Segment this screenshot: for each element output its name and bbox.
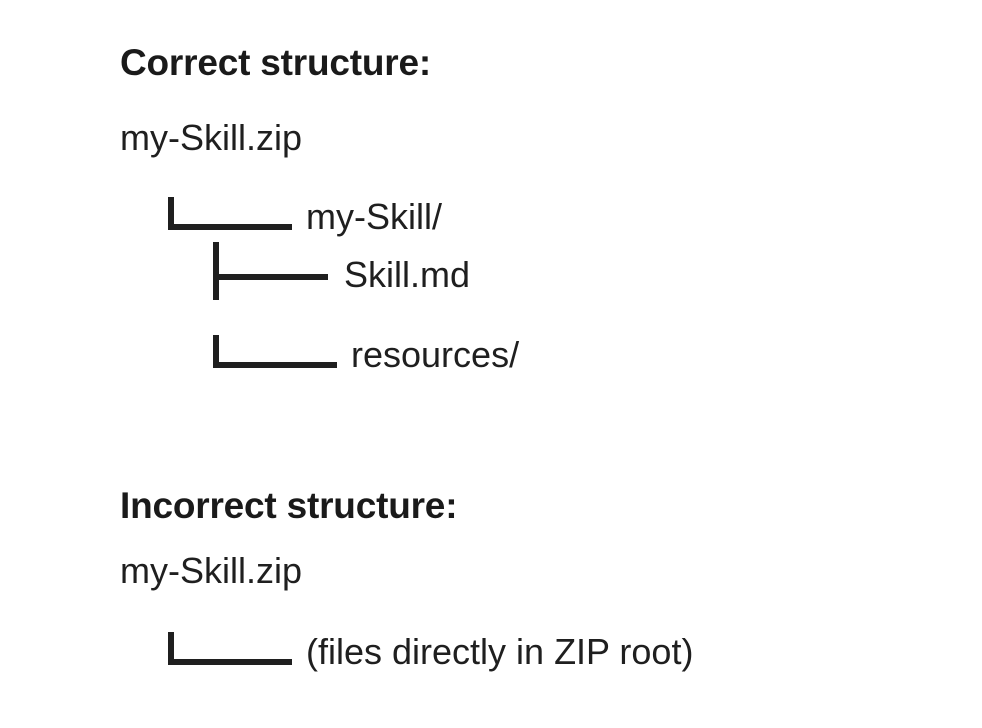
tree-item-label: my-Skill/ (306, 196, 442, 237)
tree-tee-connector-icon (213, 242, 328, 300)
tree-item-label: (files directly in ZIP root) (306, 631, 694, 672)
correct-structure-heading: Correct structure: (120, 42, 431, 83)
tree-item-label: Skill.md (344, 254, 471, 295)
incorrect-root-zip-label: my-Skill.zip (120, 550, 303, 591)
tree-elbow-connector-icon (168, 197, 292, 230)
tree-item-label: resources/ (351, 334, 520, 375)
incorrect-structure-heading: Incorrect structure: (120, 485, 458, 526)
tree-elbow-connector-icon (213, 335, 337, 368)
tree-elbow-connector-icon (168, 632, 292, 665)
correct-root-zip-label: my-Skill.zip (120, 117, 303, 158)
